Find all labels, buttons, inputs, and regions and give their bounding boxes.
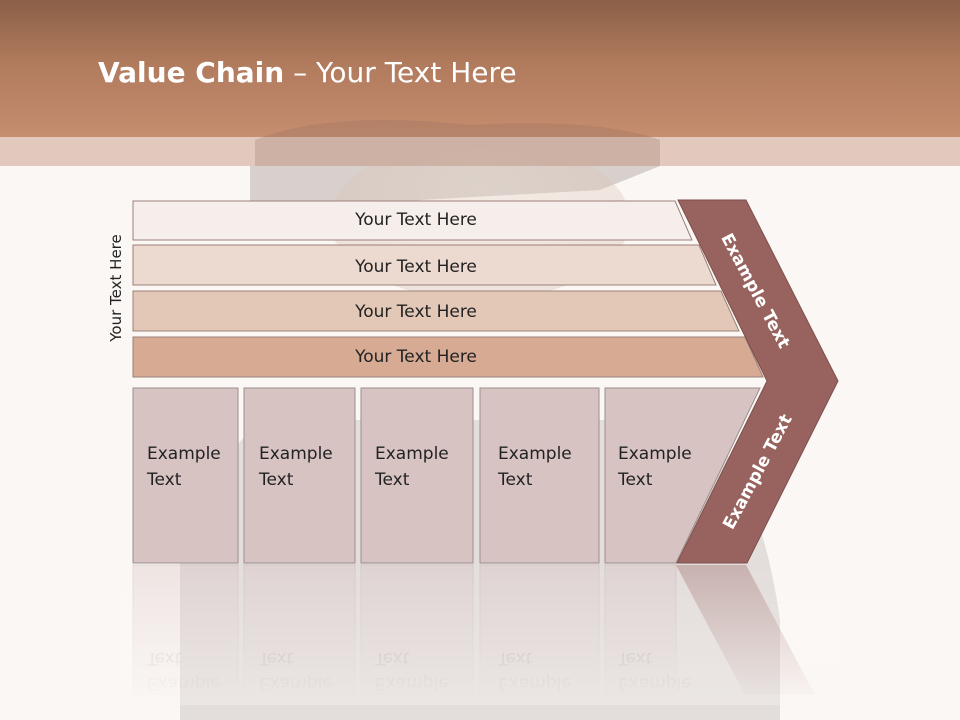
support-row-3-label: Your Text Here (354, 302, 477, 322)
margin-chevron (676, 199, 839, 564)
cell-2-line-2: Text (258, 470, 294, 490)
support-row-3 (132, 290, 740, 332)
cell-4-line-1: Example (498, 444, 572, 464)
support-row-1 (132, 200, 693, 241)
support-row-4-label: Your Text Here (354, 347, 477, 367)
cell-3-line-2: Text (374, 470, 410, 490)
cell-5-line-1: Example (618, 444, 692, 464)
primary-cell-1 (132, 387, 239, 564)
primary-cell-5 (604, 387, 761, 564)
cell-4-line-2: Text (497, 470, 533, 490)
primary-cell-2 (243, 387, 356, 564)
slide-title: Value Chain – Your Text Here (98, 56, 517, 89)
header-bar (0, 0, 960, 137)
cell-3-line-1: Example (375, 444, 449, 464)
cell-5-line-2: Text (617, 470, 653, 490)
cell-2-line-1: Example (259, 444, 333, 464)
primary-cell-4 (479, 387, 600, 564)
support-row-2 (132, 244, 717, 286)
support-row-2-label: Your Text Here (354, 257, 477, 277)
primary-cell-3 (360, 387, 474, 564)
support-row-4 (132, 336, 764, 378)
support-row-1-label: Your Text Here (354, 210, 477, 230)
cell-1-line-1: Example (147, 444, 221, 464)
cell-1-line-2: Text (146, 470, 182, 490)
